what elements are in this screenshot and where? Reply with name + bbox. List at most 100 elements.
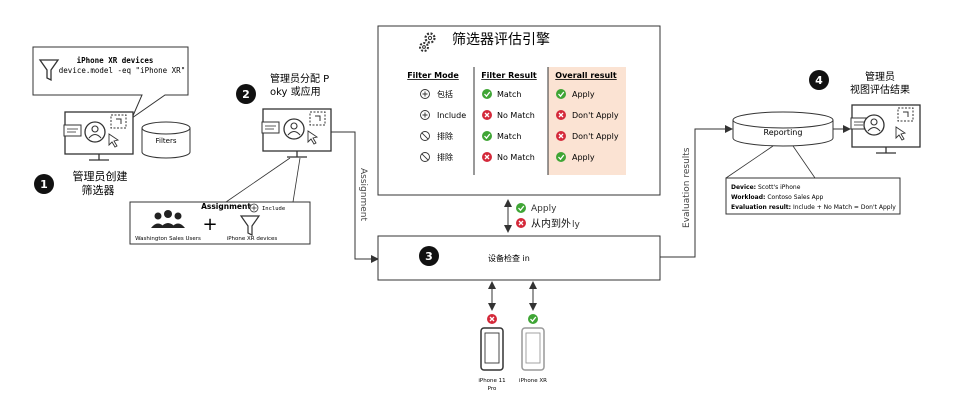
engine-row-mode: 排除	[437, 131, 453, 141]
step3-badge: 3	[425, 250, 433, 263]
step3-badge-circle	[419, 246, 439, 266]
engine-row-overall: Apply	[572, 153, 595, 162]
engine-row-result: No Match	[497, 111, 535, 120]
check-icon	[556, 89, 566, 99]
reporting-workload: Workload: Contoso Sales App	[731, 194, 824, 201]
device-check-in-box: 3 设备检查 in	[377, 235, 661, 281]
filters-db-label: Filters	[156, 137, 177, 145]
step1-line1: 管理员创建	[73, 169, 128, 183]
callout-rule: device.model -eq "iPhone XR"	[59, 66, 185, 75]
phone: iPhone 11 Pro	[478, 281, 506, 392]
cross-icon	[482, 110, 492, 120]
engine-row-result: Match	[497, 132, 521, 141]
engine-row: 排除 No Match Apply	[420, 152, 595, 162]
reporting-label: Reporting	[764, 128, 803, 137]
engine-row: Include No Match Don't Apply	[420, 110, 619, 120]
engine-row-mode: 排除	[437, 152, 453, 162]
phones: iPhone 11 Pro iPhone XR	[478, 281, 547, 392]
step2-line1: 管理员分配 P	[270, 72, 329, 85]
gear-icon	[419, 32, 436, 52]
check-icon	[528, 314, 538, 324]
step4-badge: 4	[815, 74, 823, 87]
assignment-box: Assignment Washington Sales Users + Incl…	[129, 201, 311, 245]
admin-monitor-2	[261, 108, 332, 158]
reporting-device-key: Device:	[731, 184, 756, 191]
device-filter-funnel-icon	[239, 215, 261, 236]
filters-database: Filters	[141, 121, 191, 159]
reporting-eval-key: Evaluation result:	[731, 204, 791, 211]
block-circle-icon	[420, 152, 430, 162]
block-circle-icon	[420, 131, 430, 141]
phone-name: iPhone 11	[478, 378, 505, 384]
step2-line2: oky 或应用	[270, 85, 321, 98]
engine-row-result: No Match	[497, 153, 535, 162]
assignment-devices-label: iPhone XR devices	[227, 236, 278, 242]
cross-icon	[487, 314, 497, 324]
check-icon	[516, 203, 526, 213]
reporting-database: Reporting	[732, 111, 834, 147]
engine-row-result: Match	[497, 90, 521, 99]
evaluation-results-arrow	[660, 125, 733, 258]
plus-circle-icon	[420, 89, 430, 99]
engine-header-mode: Filter Mode	[407, 71, 459, 80]
assignment-arrow-label: Assignment	[358, 168, 368, 221]
step1-line2: 筛选器	[82, 183, 115, 197]
assignment-arrow	[331, 131, 379, 263]
engine-row-mode: Include	[437, 111, 466, 120]
engine-row: 包括 Match Apply	[420, 89, 595, 99]
step2-badge-circle	[236, 84, 256, 104]
reporting-workload-key: Workload:	[731, 194, 765, 201]
assignment-include-label: Include	[262, 206, 285, 212]
admin-monitor-4	[850, 104, 921, 154]
reporting-device: Device: Scott's iPhone	[731, 184, 801, 191]
assignment-callout-line-right	[292, 157, 301, 203]
assignment-plus: +	[202, 214, 217, 235]
assignment-callout-line-left	[225, 157, 291, 203]
reporting-callout-line-left	[725, 145, 774, 179]
engine-title: 筛选器评估引擎	[452, 32, 550, 48]
engine-row-overall: Don't Apply	[572, 111, 619, 120]
engine-header-overall: Overall result	[555, 71, 617, 80]
step2-badge: 2	[242, 88, 250, 101]
evaluation-arrow-label: Evaluation results	[682, 147, 692, 228]
check-icon	[482, 89, 492, 99]
filter-rule-callout: iPhone XR devices device.model -eq "iPho…	[32, 46, 189, 120]
check-icon	[482, 131, 492, 141]
engine-row-overall: Don't Apply	[572, 132, 619, 141]
engine-row-mode: 包括	[437, 89, 453, 99]
mid-legend-tail: ly	[572, 220, 581, 230]
phone-name: iPhone XR	[519, 378, 547, 384]
step4-line1: 管理员	[865, 70, 895, 83]
admin-monitor-1	[63, 111, 134, 161]
phone-name-line2: Pro	[488, 386, 497, 392]
mid-legend-dont-apply: 从内到外	[531, 217, 571, 230]
step4-badge-circle	[809, 70, 829, 90]
check-icon	[556, 152, 566, 162]
cross-icon	[556, 131, 566, 141]
step1-badge: 1	[40, 178, 48, 191]
smartphone-icon	[521, 327, 545, 371]
engine-row-overall: Apply	[572, 90, 595, 99]
reporting-device-value: Scott's iPhone	[758, 184, 801, 191]
plus-circle-icon	[420, 110, 430, 120]
step3-label: 设备检查 in	[488, 253, 530, 263]
filter-evaluation-engine: 筛选器评估引擎 Filter Mode Filter Result Overal…	[377, 25, 661, 196]
cross-icon	[556, 110, 566, 120]
reporting-eval-value: Include + No Match = Don't Apply	[793, 204, 896, 211]
engine-row: 排除 Match Don't Apply	[420, 131, 619, 141]
engine-header-result: Filter Result	[481, 71, 537, 80]
callout-device-label: iPhone XR devices	[77, 56, 154, 65]
mid-legend-apply: Apply	[531, 204, 557, 214]
reporting-workload-value: Contoso Sales App	[767, 194, 823, 201]
step4-line2: 视图评估结果	[850, 83, 910, 96]
users-icon	[151, 210, 185, 228]
reporting-callout-line-right	[792, 145, 816, 179]
assignment-title: Assignment	[201, 202, 251, 211]
reporting-eval: Evaluation result: Include + No Match = …	[731, 204, 896, 211]
cross-icon	[482, 152, 492, 162]
step1-badge-circle	[34, 174, 54, 194]
smartphone-icon	[480, 327, 504, 371]
